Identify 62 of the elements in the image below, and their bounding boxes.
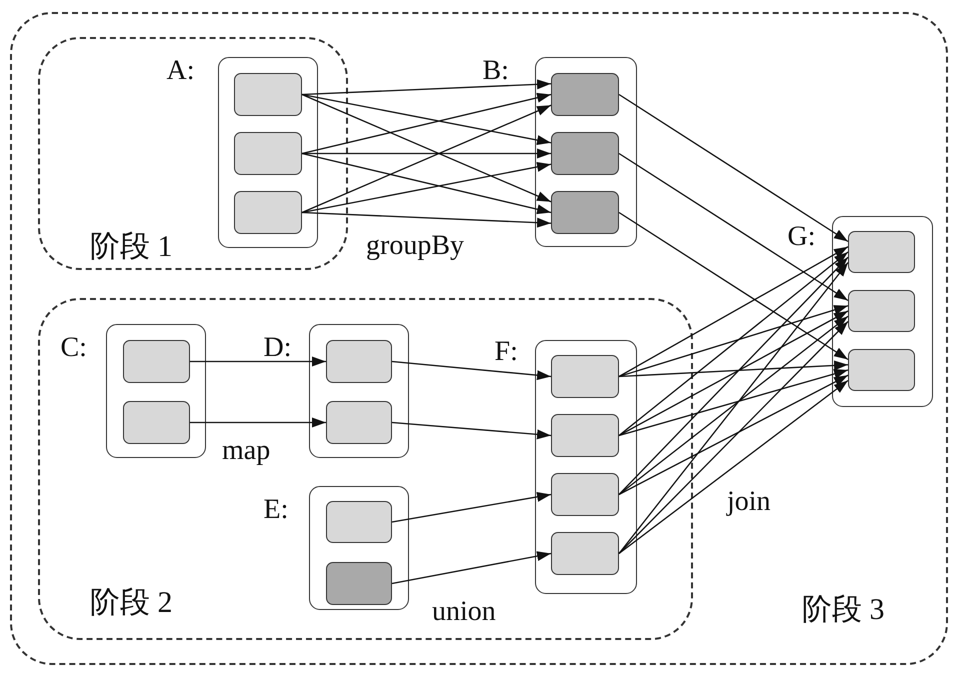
partition-box — [326, 400, 392, 444]
partition-box — [550, 532, 618, 574]
dataset-label: G: — [788, 222, 816, 250]
partition-box — [550, 354, 618, 398]
arrow — [190, 356, 326, 366]
arrow — [618, 94, 848, 242]
partition-box — [550, 472, 618, 516]
partition-box — [550, 132, 618, 174]
partition-box — [848, 230, 914, 272]
arrow — [618, 212, 848, 360]
arrow — [618, 305, 848, 378]
arrow — [618, 374, 848, 496]
stage-label: 阶段 1 — [90, 232, 172, 262]
arrow — [302, 104, 552, 214]
arrow — [302, 94, 552, 145]
partition-box — [234, 72, 302, 116]
partition-box — [122, 340, 190, 382]
partition-box — [122, 400, 190, 444]
dataset-label: C: — [60, 334, 87, 362]
partition-box — [234, 132, 302, 174]
arrow — [618, 321, 848, 554]
partition-box — [234, 190, 302, 234]
arrow — [618, 262, 849, 554]
stage-label: 阶段 2 — [90, 588, 172, 618]
arrow — [618, 369, 848, 436]
partition-box — [550, 72, 618, 116]
arrow — [618, 316, 848, 496]
arrow — [392, 551, 552, 584]
dataset-label: E: — [264, 496, 288, 524]
arrow — [618, 252, 848, 436]
partition-box — [326, 500, 392, 542]
dataset-label: A: — [166, 56, 194, 84]
arrow — [302, 79, 552, 96]
partition-box — [326, 340, 392, 382]
arrow — [302, 92, 552, 154]
arrow — [392, 360, 552, 380]
arrow — [392, 492, 552, 523]
arrow — [392, 422, 552, 440]
arrow — [618, 310, 848, 436]
arrow — [302, 212, 552, 228]
partition-box — [326, 562, 392, 604]
dataset-label: F: — [494, 338, 518, 366]
arrow — [618, 246, 848, 378]
stage-region — [38, 37, 348, 270]
dataset-label: B: — [482, 56, 509, 84]
stage-region — [10, 12, 948, 665]
arrow — [302, 94, 552, 202]
partition-box — [550, 414, 618, 456]
dataset-label: D: — [264, 334, 292, 362]
partition-box — [550, 190, 618, 234]
arrow — [618, 380, 848, 554]
arrow — [302, 148, 551, 158]
stage-region — [38, 298, 693, 640]
arrow — [190, 418, 326, 428]
arrow — [618, 256, 848, 495]
arrow — [302, 152, 552, 214]
partition-box — [848, 348, 914, 390]
arrow — [302, 162, 552, 214]
arrow — [618, 152, 848, 302]
arrow — [618, 360, 848, 378]
stage-label: 阶段 3 — [802, 595, 884, 625]
partition-box — [848, 290, 914, 332]
